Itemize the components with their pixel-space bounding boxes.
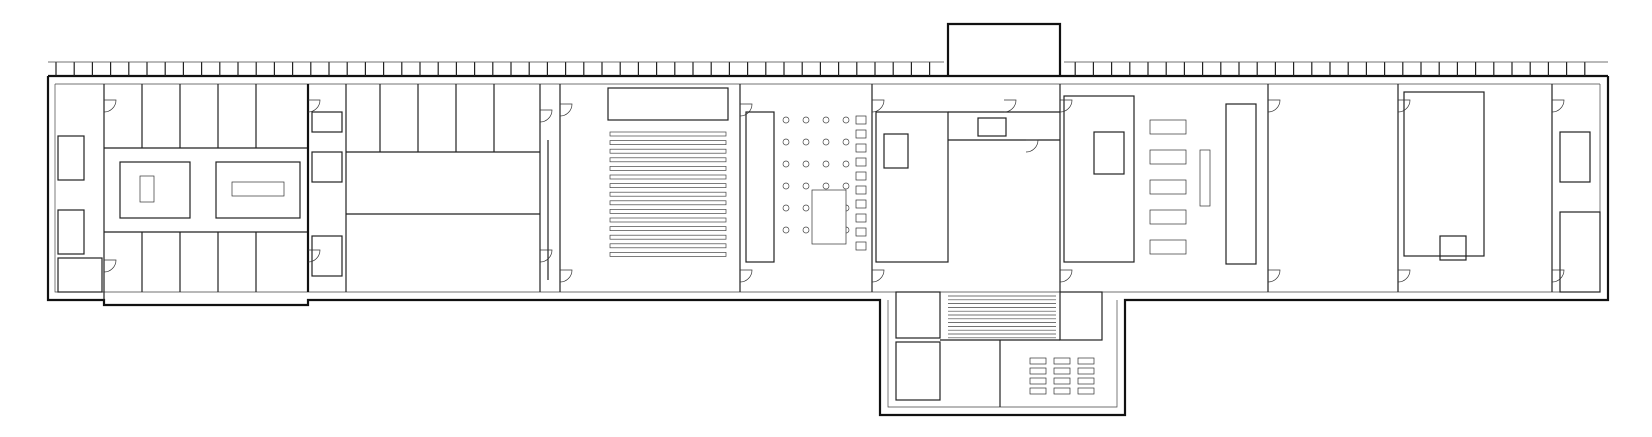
lab-bench	[1029, 377, 1047, 385]
seat-row	[609, 148, 727, 154]
door	[1025, 139, 1039, 153]
open-office-area	[306, 84, 541, 292]
reading-area	[745, 84, 873, 292]
chair	[822, 116, 830, 124]
lab-bench	[1053, 387, 1071, 395]
door	[103, 99, 117, 113]
lab-bench	[1029, 357, 1047, 365]
chair	[802, 138, 810, 146]
seat-row	[609, 157, 727, 163]
desk	[855, 185, 867, 195]
door	[1551, 99, 1565, 113]
lab-bench	[1029, 367, 1047, 375]
desk	[855, 115, 867, 125]
chair	[842, 160, 850, 168]
door	[1003, 99, 1017, 113]
chair	[802, 182, 810, 190]
seat-row	[609, 166, 727, 171]
lab-tables	[1029, 357, 1095, 395]
seat-row	[609, 200, 727, 206]
desk	[855, 213, 867, 223]
east-hall	[1149, 84, 1601, 293]
door	[1397, 99, 1411, 113]
lab-bench	[1077, 377, 1095, 385]
chair	[842, 138, 850, 146]
door	[1267, 99, 1281, 113]
desk	[855, 143, 867, 153]
door	[1059, 99, 1073, 113]
chair	[802, 226, 810, 234]
chair	[802, 204, 810, 212]
door	[871, 269, 885, 283]
chair	[802, 116, 810, 124]
seat-row	[609, 140, 727, 145]
door	[539, 109, 553, 123]
door	[559, 269, 573, 283]
auditorium-seat-rows	[609, 131, 727, 257]
seat-row	[609, 191, 727, 197]
seat-row	[609, 209, 727, 214]
door	[1397, 269, 1411, 283]
door	[559, 103, 573, 117]
door	[739, 103, 753, 117]
chair	[842, 182, 850, 190]
door	[1267, 269, 1281, 283]
lab-bench	[1053, 357, 1071, 365]
desk	[855, 171, 867, 181]
seat-row	[609, 226, 727, 231]
central-core	[875, 84, 1135, 292]
chair	[822, 160, 830, 168]
desk	[855, 199, 867, 209]
seat-row	[609, 217, 727, 223]
lab-bench	[1077, 357, 1095, 365]
lab-bench	[1077, 387, 1095, 395]
seat-row	[609, 252, 727, 257]
desk	[855, 227, 867, 237]
chair	[782, 138, 790, 146]
seat-row	[609, 243, 727, 249]
lab-bench	[1053, 367, 1071, 375]
chair	[782, 226, 790, 234]
main-stair	[948, 295, 1056, 339]
seat-row	[609, 131, 727, 137]
reading-tables	[782, 115, 867, 251]
desk	[855, 241, 867, 251]
facade-fins	[48, 61, 1608, 76]
door	[103, 259, 117, 273]
door	[739, 269, 753, 283]
chair	[782, 160, 790, 168]
south-appendix	[895, 291, 1103, 407]
chair	[822, 182, 830, 190]
chair	[842, 116, 850, 124]
lab-bench	[1029, 387, 1047, 395]
seat-row	[609, 183, 727, 188]
lab-bench	[1077, 367, 1095, 375]
auditorium	[547, 84, 741, 292]
door	[1551, 269, 1565, 283]
chair	[822, 138, 830, 146]
door	[539, 249, 553, 263]
chair	[782, 204, 790, 212]
desk	[855, 129, 867, 139]
chair	[802, 160, 810, 168]
door	[307, 99, 321, 113]
chair	[782, 116, 790, 124]
door	[1059, 269, 1073, 283]
chair	[782, 182, 790, 190]
lab-bench	[1053, 377, 1071, 385]
desk	[855, 157, 867, 167]
door-swings	[103, 99, 1565, 283]
seat-row	[609, 174, 727, 180]
left-wing-offices	[57, 84, 308, 300]
door	[307, 249, 321, 263]
seat-row	[609, 234, 727, 240]
door	[871, 99, 885, 113]
